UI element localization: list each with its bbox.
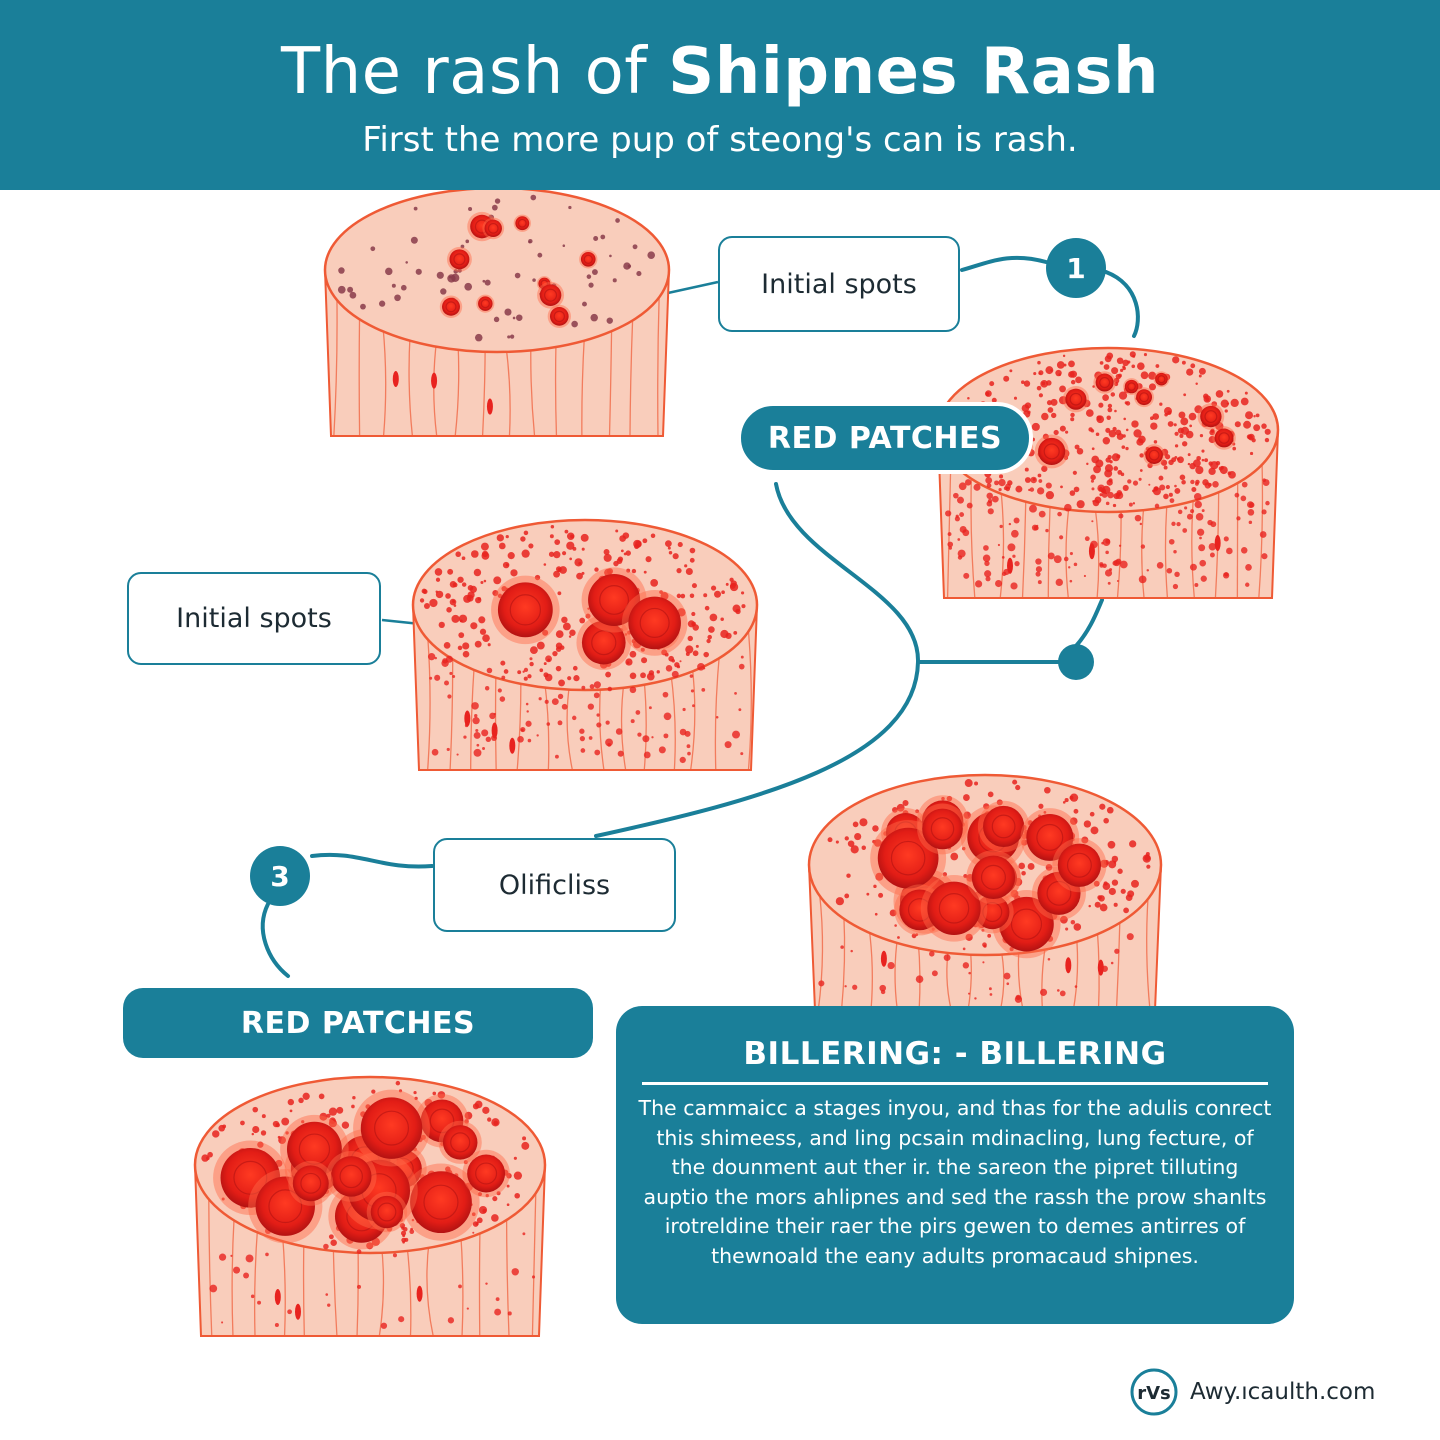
brand-logo-mark: rVs xyxy=(1137,1383,1171,1404)
info-panel-divider xyxy=(642,1082,1268,1085)
skin-sample-initial-spots-mid xyxy=(411,518,759,771)
title-bold: Shipnes Rash xyxy=(668,35,1160,109)
connector-lower-callout-to-badge3 xyxy=(310,852,434,869)
connector-dot xyxy=(1058,644,1094,680)
footer-brand[interactable]: rVs Awy.ıcaulth.com xyxy=(1128,1366,1388,1418)
title-regular: The rash of xyxy=(280,35,669,109)
skin-sample-blistering xyxy=(807,773,1163,1011)
connector-lines xyxy=(260,255,1140,978)
page-title: The rash of Shipnes Rash xyxy=(0,34,1440,110)
step-badge-1: 1 xyxy=(1046,238,1106,298)
callout-initial-spots-mid: Initial spots xyxy=(127,572,381,665)
connector-top-to-badge1 xyxy=(960,255,1048,272)
step-badge-3: 3 xyxy=(250,846,310,906)
skin-sample-initial-spots xyxy=(323,186,671,437)
callout-olificliss: Olificliss xyxy=(433,838,676,932)
banner-red-patches-upper: RED PATCHES xyxy=(737,402,1033,474)
connector-badge3-down xyxy=(260,902,290,978)
callout-initial-spots-top: Initial spots xyxy=(718,236,960,332)
info-panel: BILLERING: - BILLERING The cammaicc a st… xyxy=(616,1006,1294,1324)
brand-logo-icon: rVs xyxy=(1130,1368,1178,1416)
skin-samples xyxy=(193,186,1280,1337)
connector-banner-curve xyxy=(594,482,921,838)
page-subtitle: First the more pup of steong's can is ra… xyxy=(362,120,1078,160)
footer-site-link[interactable]: Awy.ıcaulth.com xyxy=(1190,1379,1376,1405)
connector-badge1-down xyxy=(1104,270,1140,338)
info-panel-body: The cammaicc a stages inyou, and thas fo… xyxy=(638,1096,1272,1268)
skin-sample-red-patches-lower xyxy=(193,1075,547,1337)
skin-sample-red-patches-upper xyxy=(936,346,1280,599)
info-panel-title: BILLERING: - BILLERING xyxy=(743,1036,1167,1072)
banner-red-patches-lower: RED PATCHES xyxy=(123,988,593,1058)
header-banner: The rash of Shipnes Rash First the more … xyxy=(0,0,1440,190)
connector-dot-up xyxy=(1074,598,1104,648)
